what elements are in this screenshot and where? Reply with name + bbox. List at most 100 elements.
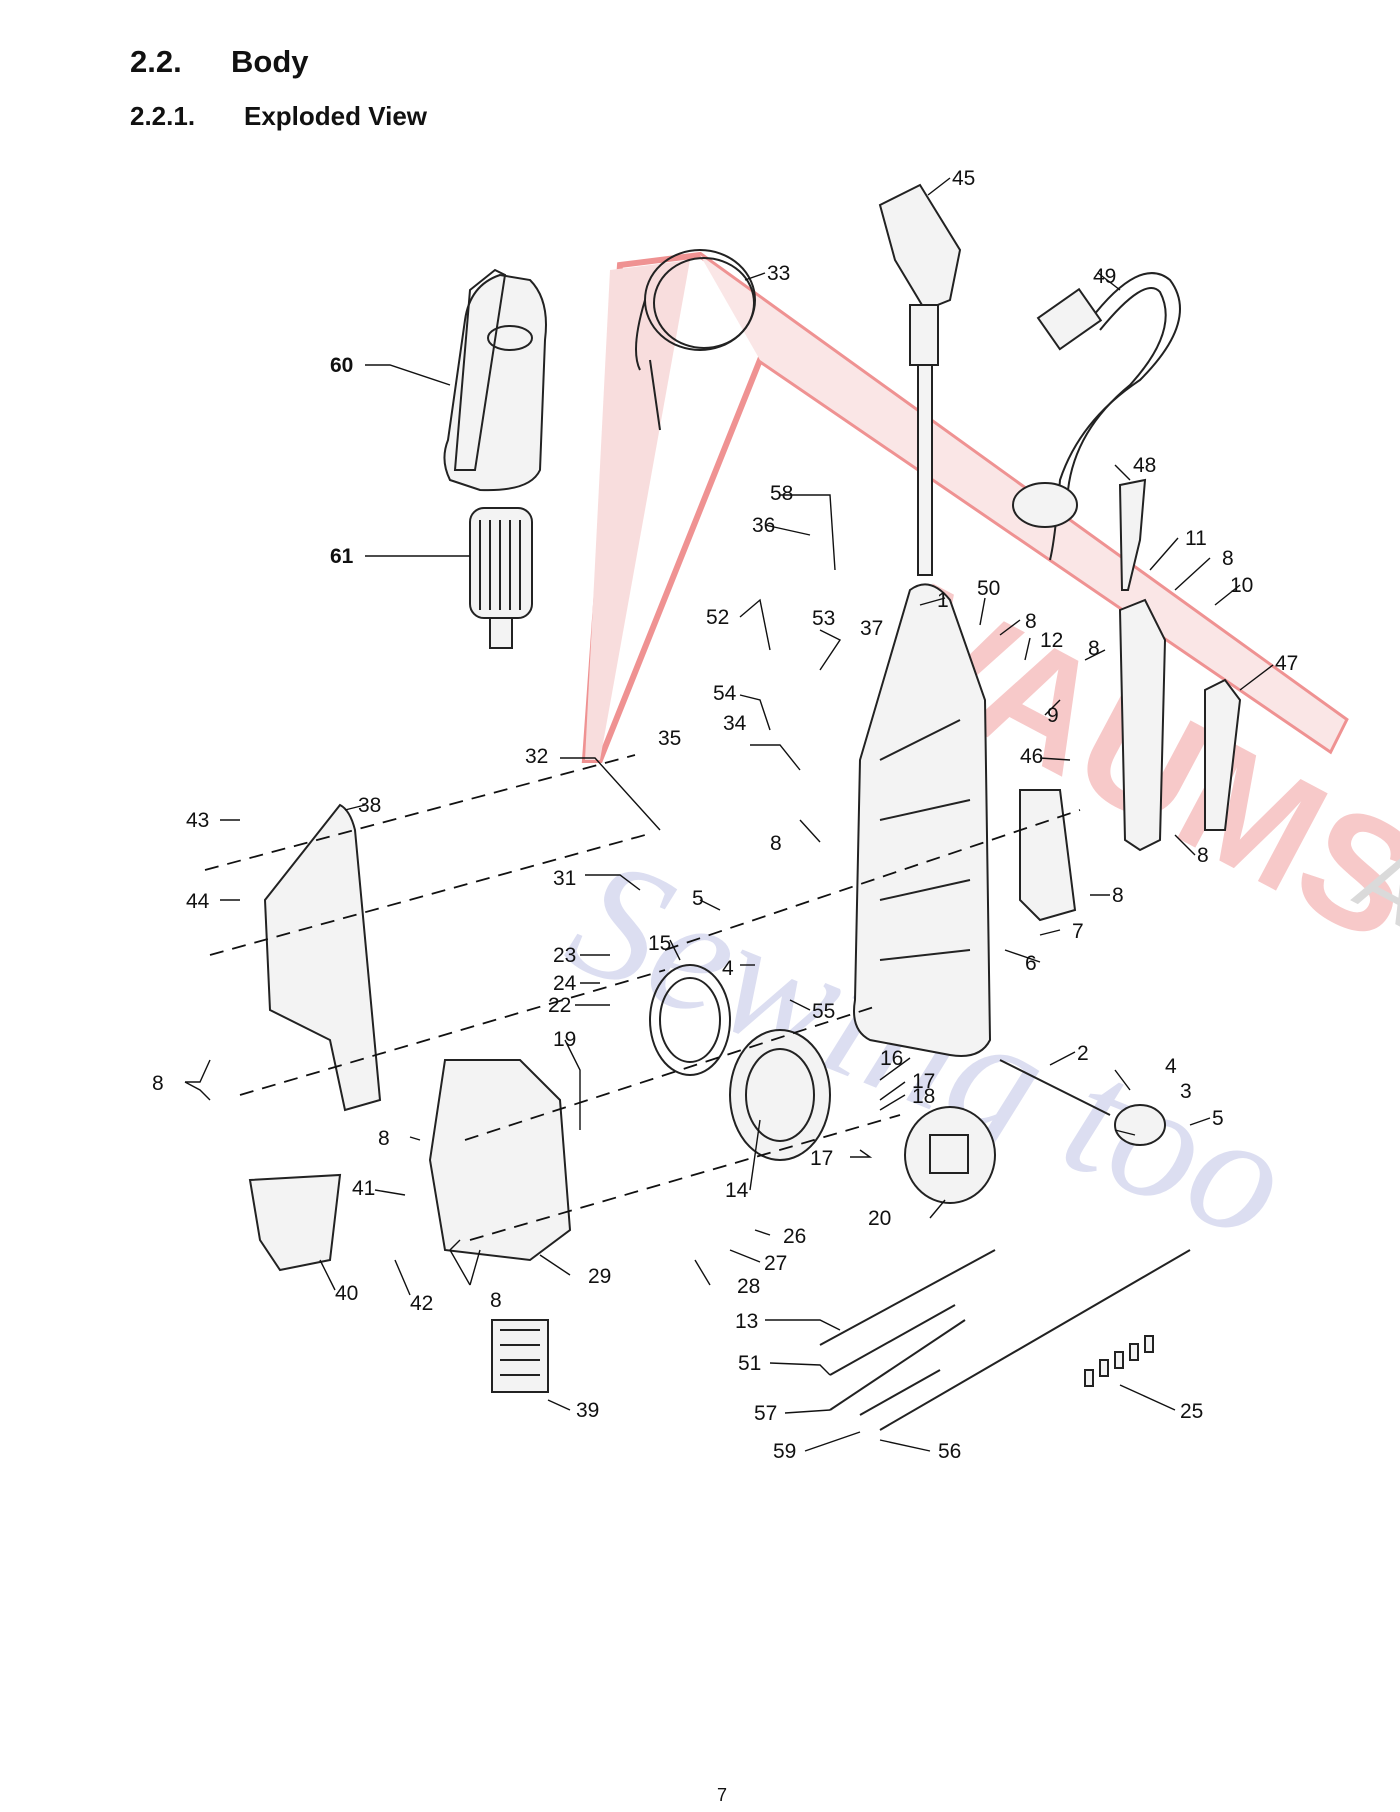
callout-16: 16: [880, 1047, 903, 1070]
callout-labels: 45 33 49 60 61 48 58 36 11 8 10 1 50 52 …: [152, 167, 1298, 1463]
callout-60: 60: [330, 354, 353, 377]
callout-6: 6: [1025, 952, 1037, 975]
callout-3: 3: [1180, 1080, 1192, 1103]
callout-17-b: 17: [810, 1147, 833, 1170]
cable-ties-part: [819, 1249, 1191, 1431]
callout-58: 58: [770, 482, 793, 505]
subsection-title: Exploded View: [244, 101, 428, 131]
callout-32: 32: [525, 745, 548, 768]
rear-cover-part: [1118, 598, 1167, 852]
callout-28: 28: [737, 1275, 760, 1298]
motor-cover-part: [904, 1106, 996, 1204]
callout-42: 42: [410, 1292, 433, 1315]
callout-8-d: 8: [1197, 844, 1209, 867]
wheel-part: [999, 1059, 1166, 1146]
callout-2: 2: [1077, 1042, 1089, 1065]
callout-38: 38: [358, 794, 381, 817]
lower-panel-part: [1019, 789, 1077, 922]
hose-part: [1012, 272, 1181, 561]
callout-33: 33: [767, 262, 790, 285]
callout-55: 55: [812, 1000, 835, 1023]
wire-connectors-part: [1084, 1335, 1154, 1387]
callout-8-e: 8: [770, 832, 782, 855]
leader-lines: [184, 177, 1274, 1452]
motor-seal-ring-part: [649, 964, 731, 1076]
main-body-housing-part: [853, 583, 992, 1057]
callout-15: 15: [648, 932, 671, 955]
callout-52: 52: [706, 606, 729, 629]
handle-grip-part: [878, 183, 962, 576]
callout-34: 34: [723, 712, 747, 735]
callout-48: 48: [1133, 454, 1156, 477]
subsection-heading: 2.2.1. Exploded View: [130, 101, 427, 132]
callout-39: 39: [576, 1399, 599, 1422]
motor-part: [729, 1029, 831, 1161]
callout-4-a: 4: [722, 957, 734, 980]
callout-5-a: 5: [692, 887, 704, 910]
callout-18: 18: [912, 1085, 935, 1108]
callout-13: 13: [735, 1310, 758, 1333]
callout-26: 26: [783, 1225, 806, 1248]
callout-25: 25: [1180, 1400, 1203, 1423]
callout-14: 14: [725, 1179, 749, 1202]
upholstery-tool-part: [1204, 678, 1242, 831]
exhaust-filter-part: [491, 1319, 549, 1393]
section-heading: 2.2. Body: [130, 44, 309, 80]
callout-43: 43: [186, 809, 209, 832]
filter-door-part: [248, 1173, 342, 1272]
callout-11: 11: [1185, 527, 1207, 550]
dirt-cup-housing-part: [428, 1059, 572, 1262]
callout-8-a: 8: [1222, 547, 1234, 570]
front-cover-part: [263, 803, 382, 1112]
callout-19: 19: [553, 1028, 576, 1051]
callout-40: 40: [335, 1282, 358, 1305]
callout-4-b: 4: [1165, 1055, 1177, 1078]
callout-10: 10: [1230, 574, 1253, 597]
callout-12: 12: [1040, 629, 1063, 652]
callout-37: 37: [860, 617, 883, 640]
callout-8-h: 8: [378, 1127, 390, 1150]
callout-27: 27: [764, 1252, 787, 1275]
callout-29: 29: [588, 1265, 611, 1288]
callout-51: 51: [738, 1352, 761, 1375]
callout-8-g: 8: [152, 1072, 164, 1095]
callout-59: 59: [773, 1440, 796, 1463]
callout-8-c: 8: [1088, 637, 1100, 660]
callout-56: 56: [938, 1440, 961, 1463]
callout-24: 24: [553, 972, 577, 995]
dust-canister-part: [443, 268, 547, 492]
callout-50: 50: [977, 577, 1000, 600]
callout-17-a: 17: [912, 1070, 935, 1093]
crevice-tool-part: [1118, 478, 1147, 591]
power-cord-part: [635, 249, 756, 431]
callout-35: 35: [658, 727, 681, 750]
callout-41: 41: [352, 1177, 375, 1200]
section-title: Body: [231, 44, 309, 79]
callout-57: 57: [754, 1402, 777, 1425]
callout-53: 53: [812, 607, 835, 630]
callout-5-b: 5: [1212, 1107, 1224, 1130]
callout-20: 20: [868, 1207, 891, 1230]
callout-47: 47: [1275, 652, 1298, 675]
callout-23: 23: [553, 944, 576, 967]
callout-8-b: 8: [1025, 610, 1037, 633]
callout-8-i: 8: [490, 1289, 502, 1312]
callout-54: 54: [713, 682, 737, 705]
callout-61: 61: [330, 545, 354, 568]
cartridge-filter-part: [469, 507, 533, 649]
page-number: 7: [717, 1785, 728, 1805]
callout-45: 45: [952, 167, 975, 190]
callout-36: 36: [752, 514, 775, 537]
subsection-number: 2.2.1.: [130, 101, 196, 131]
assembly-dashed-lines: [204, 754, 1081, 1241]
callout-31: 31: [553, 867, 576, 890]
callout-22: 22: [548, 994, 571, 1017]
callout-46: 46: [1020, 745, 1043, 768]
callout-44: 44: [186, 890, 210, 913]
callout-7: 7: [1072, 920, 1084, 943]
callout-49: 49: [1093, 265, 1116, 288]
callout-1: 1: [937, 589, 949, 612]
section-number: 2.2.: [130, 44, 182, 79]
callout-9: 9: [1047, 704, 1059, 727]
